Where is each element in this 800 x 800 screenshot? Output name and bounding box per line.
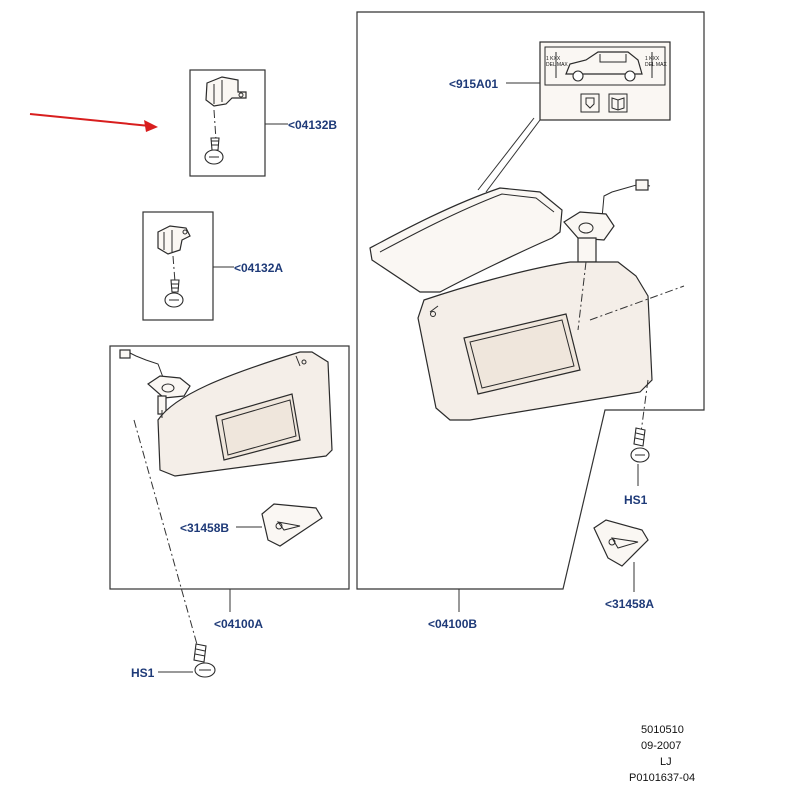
callout-31458B: <31458B bbox=[180, 521, 229, 535]
callout-hs1-right: HS1 bbox=[624, 493, 648, 507]
callout-04100B: <04100B bbox=[428, 617, 477, 631]
drawing-reference: 5010510 09-2007 LJ P0101637-04 bbox=[629, 724, 695, 784]
callout-04100A: <04100A bbox=[214, 617, 263, 631]
screw-icon bbox=[204, 137, 224, 165]
warning-icon bbox=[580, 93, 600, 113]
reference-line-2: 09-2007 bbox=[641, 740, 681, 752]
visor-04100B-box bbox=[356, 11, 705, 590]
manual-icon bbox=[608, 93, 628, 113]
clip-04132A-box bbox=[142, 211, 214, 321]
visor-clip-31458B-icon bbox=[261, 503, 323, 547]
reference-line-1: 5010510 bbox=[641, 724, 684, 736]
vanity-mirror-right-icon bbox=[463, 313, 581, 395]
red-arrow-icon bbox=[29, 113, 158, 132]
vanity-mirror-icon bbox=[215, 393, 301, 461]
reference-line-4: P0101637-04 bbox=[629, 772, 695, 784]
callout-04132A: <04132A bbox=[234, 261, 283, 275]
callout-915A01: <915A01 bbox=[449, 77, 498, 91]
screw-icon bbox=[164, 279, 184, 308]
visor-mount-icon bbox=[147, 375, 191, 415]
callout-04132B: <04132B bbox=[288, 118, 337, 132]
screw-hs1-bottom-icon bbox=[193, 643, 216, 678]
vehicle-icon bbox=[565, 51, 643, 82]
clip-04132B-icon bbox=[205, 76, 247, 107]
clip-04132B-group: <04132B bbox=[189, 69, 337, 177]
visor-mount-right-icon bbox=[563, 179, 651, 263]
reference-line-3: LJ bbox=[660, 756, 672, 768]
visor-clip-31458A-icon bbox=[593, 519, 649, 567]
clip-04132A-group: <04132A bbox=[142, 211, 283, 321]
callout-31458A: <31458A bbox=[605, 597, 654, 611]
clip-04132B-box bbox=[189, 69, 266, 177]
connector-icon bbox=[119, 349, 131, 359]
screw-hs1-right-icon bbox=[630, 427, 650, 463]
visor-upper-icon bbox=[369, 187, 563, 293]
visor-04100A-group: <31458B bbox=[109, 345, 350, 649]
clip-04132A-icon bbox=[157, 225, 191, 255]
callout-hs1-bottom: HS1 bbox=[131, 666, 155, 680]
